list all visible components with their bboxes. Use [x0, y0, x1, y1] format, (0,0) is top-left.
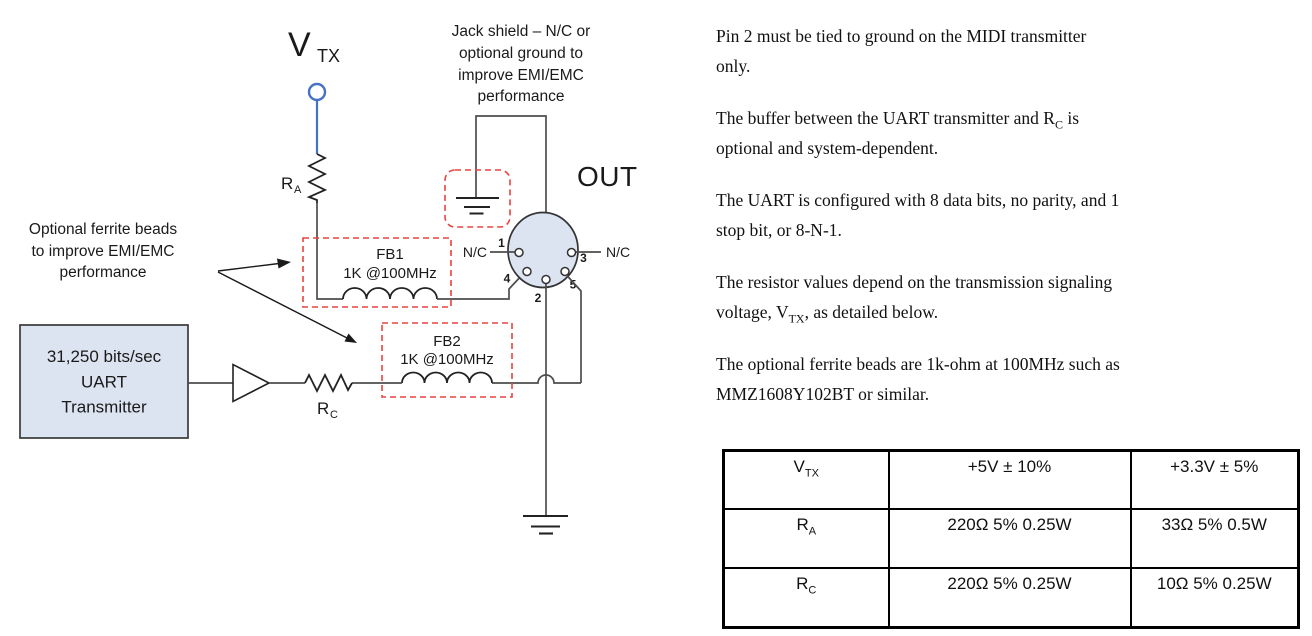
connector-pins	[514, 247, 577, 285]
uart-box-line3: Transmitter	[61, 398, 147, 417]
wire-pin5-down	[565, 273, 582, 383]
cell-rc-label: RC	[722, 566, 890, 629]
cell-ra-5v: 220Ω 5% 0.25W	[887, 507, 1132, 569]
rc-resistor	[304, 372, 353, 394]
pin5-number: 5	[570, 278, 577, 292]
vtx-subscript: TX	[788, 311, 805, 325]
jack-shield-note-line1: Jack shield – N/C or	[452, 23, 591, 40]
table-row-vtx: VTX +5V ± 10% +3.3V ± 5%	[722, 449, 1300, 510]
jack-shield-note-line2: optional ground to	[459, 45, 583, 62]
cell-rc-3v3: 10Ω 5% 0.25W	[1129, 566, 1300, 629]
cell-ra-3v3: 33Ω 5% 0.5W	[1129, 507, 1300, 569]
pin-4	[522, 266, 532, 277]
cell-ra-label: RA	[722, 507, 890, 569]
uart-box-line1: 31,250 bits/sec	[47, 347, 162, 366]
ferrite-note-line3: performance	[59, 264, 146, 281]
circuit-schematic: V TX R A FB1 1K @100MHz Jack shield – N/…	[19, 23, 638, 535]
pin3-number: 3	[580, 251, 587, 265]
pin-3	[566, 247, 577, 258]
fb2-value: 1K @100MHz	[400, 351, 494, 368]
callout-arrow-fb2-line	[217, 271, 349, 340]
wire-shield	[475, 115, 547, 214]
ra-resistor	[306, 153, 328, 203]
fb1-value: 1K @100MHz	[343, 265, 437, 282]
ferrite-note-line2: to improve EMI/EMC	[32, 243, 175, 260]
fb1-inductor	[342, 287, 438, 300]
cell-vtx-5v: +5V ± 10%	[887, 449, 1132, 510]
fb2-inductor	[401, 371, 493, 384]
ra-label-sub: A	[294, 184, 302, 196]
buffer-triangle	[232, 363, 271, 403]
callout-arrow-fb1-head	[277, 258, 291, 269]
wire-fb2-to-pin5	[492, 374, 581, 384]
cell-vtx-3v3: +3.3V ± 5%	[1129, 449, 1300, 510]
note-ferrite-beads: The optional ferrite beads are 1k-ohm at…	[716, 354, 1120, 404]
fb1-highlight-box	[302, 237, 452, 308]
ra-label: R	[281, 174, 293, 193]
vtx-label-sub: TX	[317, 46, 340, 66]
pin-5	[560, 266, 570, 277]
fb1-name: FB1	[376, 246, 404, 263]
nc-left-label: N/C	[463, 244, 487, 260]
note-uart-config: The UART is configured with 8 data bits,…	[716, 190, 1120, 240]
jack-shield-note-line4: performance	[477, 88, 564, 105]
rc-label-sub: C	[330, 409, 338, 421]
ferrite-note-line1: Optional ferrite beads	[29, 221, 177, 238]
nc-right-label: N/C	[606, 244, 630, 260]
chassis-ground-highlight-box	[444, 169, 511, 228]
pin1-number: 1	[498, 236, 505, 250]
cell-rc-5v: 220Ω 5% 0.25W	[887, 566, 1132, 629]
uart-box-line2: UART	[81, 373, 127, 392]
earth-ground-symbol	[523, 514, 568, 535]
callout-arrow-fb1-line	[217, 262, 280, 272]
pin4-number: 4	[504, 272, 511, 286]
rc-label: R	[317, 399, 329, 418]
callout-arrow-fb2-head	[344, 333, 357, 343]
resistor-values-table: VTX +5V ± 10% +3.3V ± 5% RA 220Ω 5% 0.25…	[722, 449, 1300, 629]
note-pin2-ground: Pin 2 must be tied to ground on the MIDI…	[716, 26, 1087, 76]
uart-transmitter-box	[19, 324, 189, 439]
table-row-rc: RC 220Ω 5% 0.25W 10Ω 5% 0.25W	[722, 566, 1300, 629]
out-label: OUT	[577, 161, 638, 192]
vtx-terminal	[307, 82, 327, 102]
pin-2	[541, 274, 551, 285]
rc-subscript: C	[1054, 117, 1063, 132]
chassis-ground-symbol	[456, 197, 499, 215]
wire-ra-to-fb1	[316, 203, 343, 300]
note-resistor-values: The resistor values depend on the transm…	[716, 272, 1113, 325]
cell-vtx-label: VTX	[722, 449, 890, 510]
wire-fb1-to-pin4	[437, 273, 524, 300]
fb2-name: FB2	[433, 333, 461, 350]
fb2-highlight-box	[381, 322, 513, 398]
jack-shield-note-line3: improve EMI/EMC	[458, 67, 584, 84]
note-buffer-optional: The buffer between the UART transmitter …	[716, 108, 1080, 158]
table-row-ra: RA 220Ω 5% 0.25W 33Ω 5% 0.5W	[722, 507, 1300, 569]
pin-1	[514, 247, 524, 258]
vtx-label: V	[288, 26, 311, 64]
pin2-number: 2	[535, 291, 542, 305]
notes-panel: Pin 2 must be tied to ground on the MIDI…	[716, 22, 1190, 432]
